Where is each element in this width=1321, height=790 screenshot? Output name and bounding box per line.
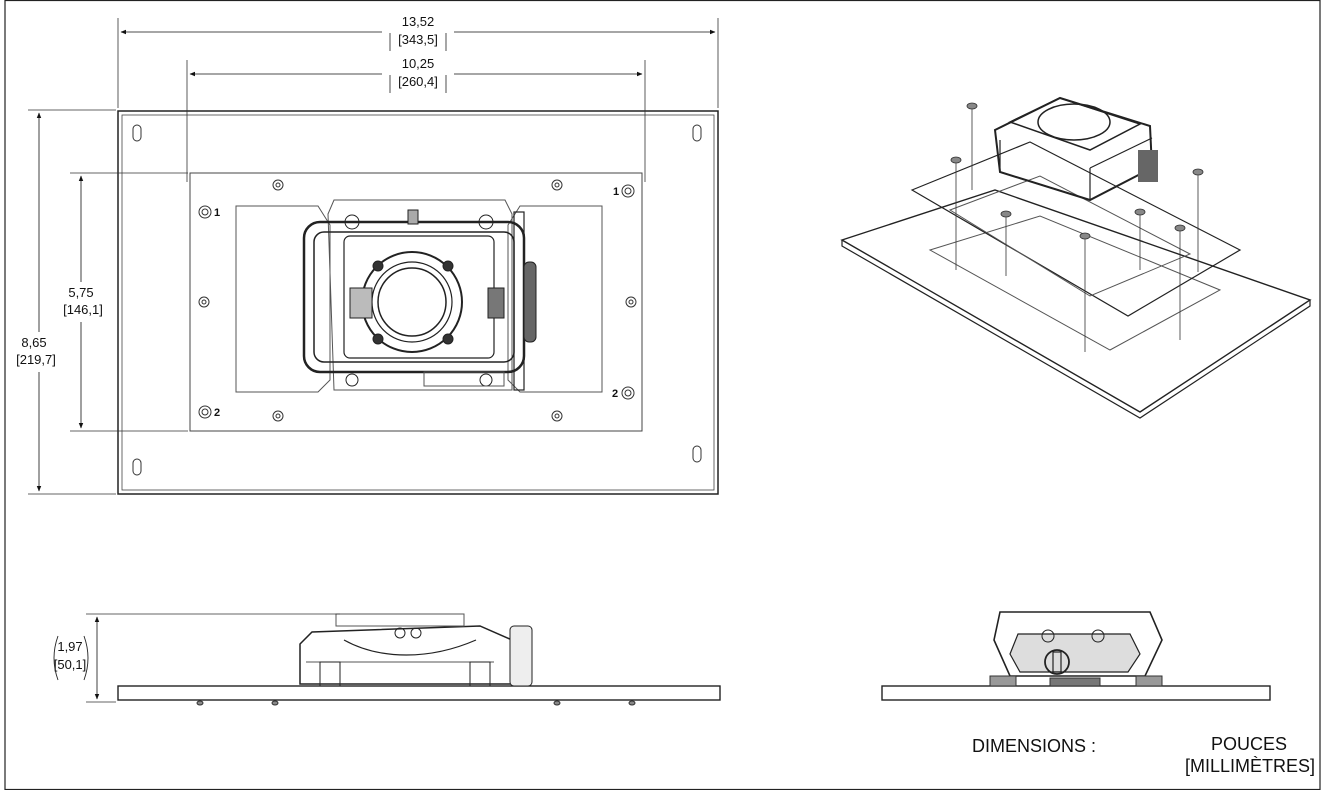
dimension-overall-width: 13,52 [343,5] <box>117 14 719 108</box>
corner-slot <box>132 458 142 476</box>
overall-height-inches: 8,65 <box>21 335 46 350</box>
mounting-holes <box>198 179 637 422</box>
inner-height-inches: 5,75 <box>68 285 93 300</box>
profile-height-mm: [50,1] <box>54 657 87 672</box>
overall-height-mm: [219,7] <box>16 352 56 367</box>
hole-spacing-inches: 10,25 <box>402 56 435 71</box>
legend-label: DIMENSIONS : <box>972 736 1096 756</box>
dimension-overall-height: 8,65 [219,7] <box>16 109 116 495</box>
dimension-profile-height: 1,97 [50,1] <box>53 613 340 703</box>
hole-marker: 2 <box>612 388 618 400</box>
mount-assembly-top <box>302 199 537 391</box>
inner-height-mm: [146,1] <box>63 302 103 317</box>
hole-marker: 2 <box>214 407 220 419</box>
isometric-screws <box>950 102 1204 352</box>
units-legend: DIMENSIONS : POUCES [MILLIMÈTRES] <box>972 734 1315 776</box>
overall-width-inches: 13,52 <box>402 14 435 29</box>
corner-slot <box>692 124 702 142</box>
side-view <box>117 613 721 706</box>
overall-width-mm: [343,5] <box>398 32 438 47</box>
hole-marker: 1 <box>214 207 220 219</box>
legend-unit-primary: POUCES <box>1211 734 1287 754</box>
dimension-hole-spacing: 10,25 [260,4] <box>186 56 646 182</box>
corner-slot <box>132 124 142 142</box>
profile-height-inches: 1,97 <box>57 639 82 654</box>
hole-spacing-mm: [260,4] <box>398 74 438 89</box>
isometric-mount <box>993 96 1158 202</box>
adapter-plate-outline <box>189 172 643 432</box>
front-view <box>881 611 1271 701</box>
corner-slot <box>692 445 702 463</box>
base-plate-outline <box>117 110 719 495</box>
top-view: 1 1 2 2 <box>16 14 719 495</box>
dimension-inner-height: 5,75 [146,1] <box>63 172 188 432</box>
isometric-view <box>840 96 1312 419</box>
hole-marker: 1 <box>613 186 619 198</box>
legend-unit-secondary: [MILLIMÈTRES] <box>1185 756 1315 776</box>
